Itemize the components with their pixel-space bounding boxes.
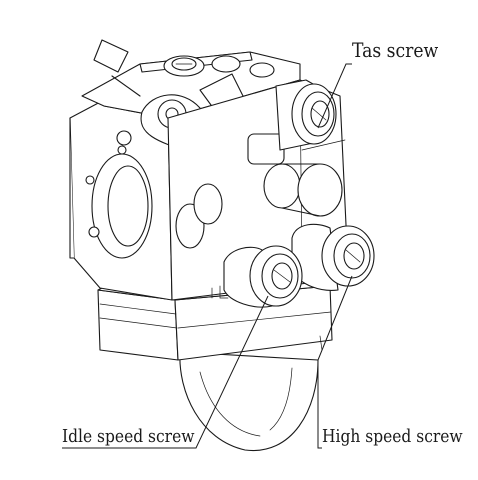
high-speed-screw-leader [317,275,353,449]
idle-speed-screw [223,245,303,308]
top-deck [81,39,301,119]
tas-screw [275,79,337,151]
high-speed-screw [291,223,375,291]
idle-speed-screw-leader [62,295,269,449]
tas-screw-leader [317,63,352,129]
primer-bulb [179,351,319,452]
tas-screw-label: Tas screw [352,38,439,62]
high-speed-screw-label: High speed screw [322,426,463,447]
idle-speed-screw-label: Idle speed screw [62,426,195,447]
